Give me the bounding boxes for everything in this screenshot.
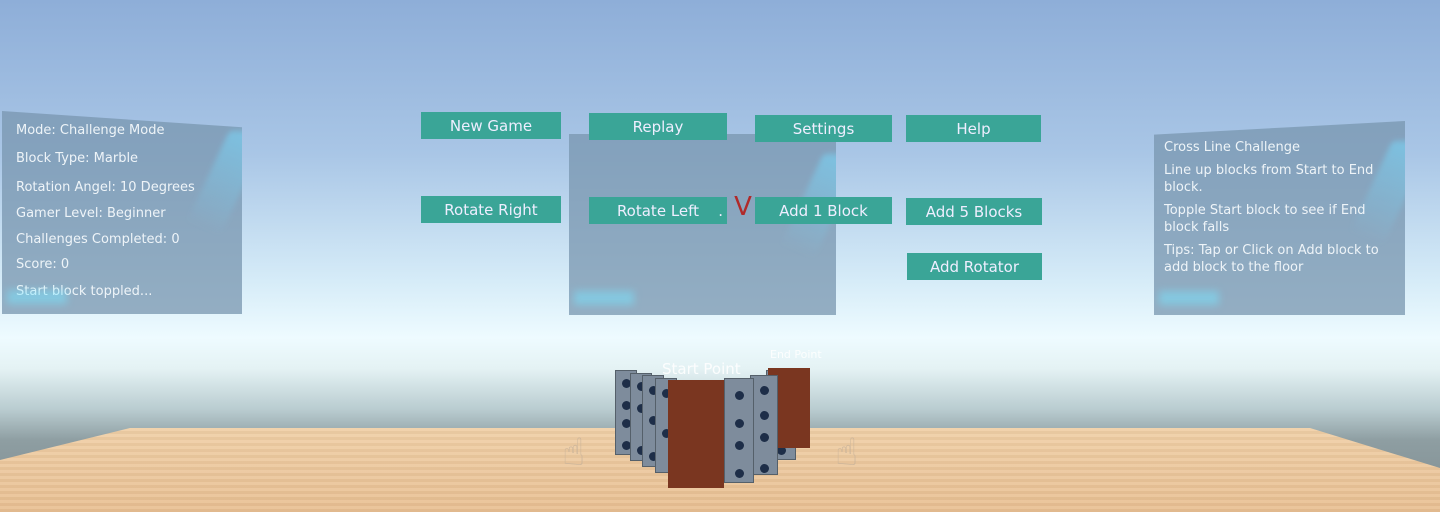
add-1-block-button[interactable]: Add 1 Block xyxy=(755,197,892,224)
rotate-left-button[interactable]: Rotate Left. xyxy=(589,197,727,224)
challenge-line-1: Line up blocks from Start to End block. xyxy=(1164,163,1374,195)
challenge-title: Cross Line Challenge xyxy=(1164,140,1300,155)
add-rotator-button[interactable]: Add Rotator xyxy=(907,253,1042,280)
check-mark: V xyxy=(734,192,752,222)
settings-button[interactable]: Settings xyxy=(755,115,892,142)
status-message: Start block toppled... xyxy=(16,284,153,299)
mode-text: Mode: Challenge Mode xyxy=(16,123,165,138)
rotate-right-button[interactable]: Rotate Right xyxy=(421,196,561,223)
domino xyxy=(750,375,778,475)
help-button[interactable]: Help xyxy=(906,115,1041,142)
new-game-button[interactable]: New Game xyxy=(421,112,561,139)
center-panel xyxy=(569,134,836,315)
block-type-text: Block Type: Marble xyxy=(16,151,139,166)
challenge-line-2: Topple Start block to see if End block f… xyxy=(1164,203,1366,235)
domino xyxy=(724,378,754,483)
rotate-left-label: Rotate Left xyxy=(616,201,700,220)
start-point-label: Start Point xyxy=(662,360,741,378)
gamer-level-text: Gamer Level: Beginner xyxy=(16,206,166,221)
left-hand-pointer-icon[interactable]: ☝ xyxy=(562,430,586,474)
challenge-panel: Cross Line Challenge Line up blocks from… xyxy=(1154,121,1405,315)
end-point-label: End Point xyxy=(770,348,822,361)
challenges-text: Challenges Completed: 0 xyxy=(16,232,180,247)
dot: . xyxy=(718,201,723,220)
start-block[interactable] xyxy=(668,380,724,488)
rotation-angle-text: Rotation Angel: 10 Degrees xyxy=(16,180,195,195)
challenge-tips: Tips: Tap or Click on Add block to add b… xyxy=(1164,243,1379,275)
add-5-blocks-button[interactable]: Add 5 Blocks xyxy=(906,198,1042,225)
score-text: Score: 0 xyxy=(16,257,70,272)
status-panel: Mode: Challenge Mode Block Type: Marble … xyxy=(2,111,242,314)
right-hand-pointer-icon[interactable]: ☝ xyxy=(835,430,859,474)
replay-button[interactable]: Replay xyxy=(589,113,727,140)
